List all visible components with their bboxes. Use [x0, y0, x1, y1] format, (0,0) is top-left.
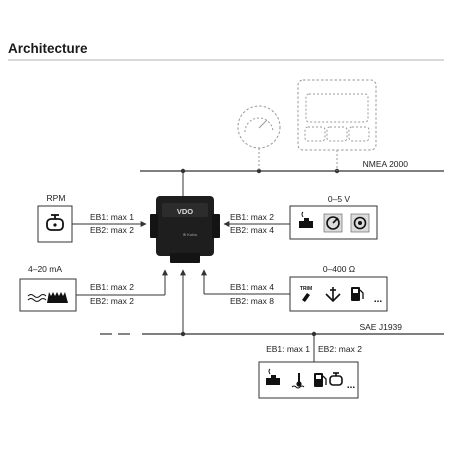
current-eb1: EB1: max 2 [90, 282, 134, 292]
fuel-pump-icon [351, 287, 364, 301]
voltage-eb1: EB1: max 2 [230, 212, 274, 222]
coolant-temp-icon [291, 373, 305, 389]
round-gauge-icon [237, 105, 281, 149]
nmea-node-gauge [256, 168, 262, 174]
resistive-eb1: EB1: max 4 [230, 282, 274, 292]
rpm-eb1: EB1: max 1 [90, 212, 134, 222]
tank-level-icon [27, 292, 68, 303]
oil-pressure-icon-2 [266, 368, 280, 385]
resistive-eb2: EB2: max 8 [230, 296, 274, 306]
j1939-more: ... [347, 380, 356, 391]
engine-icon [46, 214, 64, 231]
resistive-more: ... [374, 294, 383, 305]
voltage-eb2: EB2: max 4 [230, 225, 274, 235]
trim-sender-icon: TRIM [300, 286, 312, 302]
resistive-sensor-box [289, 276, 388, 312]
nmea-bus-label: NMEA 2000 [363, 159, 409, 169]
rpm-label: RPM [47, 193, 66, 203]
engine-icon-2 [329, 372, 343, 386]
resistive-label: 0–400 Ω [323, 264, 355, 274]
page-title: Architecture [8, 41, 88, 56]
j1939-eb1: EB1: max 1 [266, 344, 310, 354]
sae-bus-label: SAE J1939 [359, 322, 402, 332]
j1939-eb2: EB2: max 2 [318, 344, 362, 354]
fuel-pump-icon-2 [314, 373, 327, 387]
ecu-sub-label: ⊕ Kolvo [183, 232, 198, 237]
current-eb2: EB2: max 2 [90, 296, 134, 306]
vdo-ecu-module: VDO ⊕ Kolvo [150, 196, 220, 263]
ecu-brand-label: VDO [177, 207, 193, 216]
oil-pressure-icon [299, 211, 313, 228]
anchor-winch-icon [325, 287, 341, 303]
voltage-label: 0–5 V [328, 194, 351, 204]
multifunction-display-icon [297, 79, 377, 151]
trim-gauge-icon [350, 213, 370, 233]
rpm-eb2: EB2: max 2 [90, 225, 134, 235]
current-label: 4–20 mA [28, 264, 62, 274]
trim-text: TRIM [300, 286, 312, 292]
rudder-angle-icon [323, 213, 343, 233]
